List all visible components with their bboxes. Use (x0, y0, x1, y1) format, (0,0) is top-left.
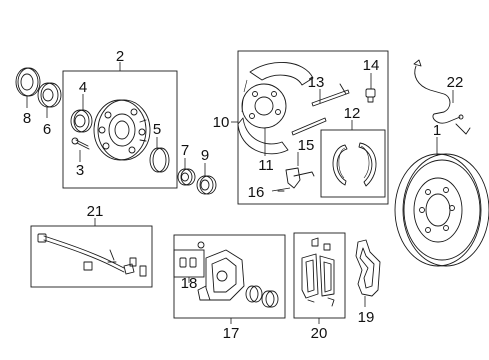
part-15-16-hardware (271, 152, 315, 192)
callout-18: 18 (181, 275, 198, 292)
backing-plate (237, 61, 314, 156)
brake-shoes-box (320, 120, 386, 198)
callout-3: 3 (76, 162, 84, 179)
part-22-sensor-wire (413, 59, 471, 135)
part-7-bearing (177, 158, 196, 186)
callout-17: 17 (223, 325, 240, 342)
callout-9: 9 (201, 147, 209, 164)
part-3-stud (71, 137, 90, 162)
part-21-brake-hose-box (30, 218, 153, 288)
caliper-body (197, 249, 245, 301)
callout-6: 6 (43, 121, 51, 138)
callout-labels: 1 2 3 4 5 6 7 8 9 10 11 12 13 14 15 16 1… (23, 48, 464, 342)
part-8-seal (15, 67, 41, 108)
part-13-adjuster (291, 83, 350, 136)
callout-19: 19 (358, 309, 375, 326)
part-9-seal (196, 163, 217, 195)
callout-4: 4 (79, 79, 87, 96)
callout-2: 2 (116, 48, 124, 65)
part-4-seal (70, 94, 93, 133)
backing-plate-group (231, 50, 389, 205)
callout-12: 12 (344, 105, 361, 122)
caliper-pistons (245, 285, 279, 308)
callout-8: 8 (23, 110, 31, 127)
part-6-bearing (37, 82, 62, 118)
part-17-caliper-box (173, 234, 286, 324)
callout-11: 11 (258, 157, 274, 174)
part-18-bleeder-kit (173, 241, 205, 283)
part-1-rotor (394, 137, 489, 267)
part-20-pads-box (293, 232, 346, 324)
callout-22: 22 (447, 74, 464, 91)
callout-5: 5 (153, 121, 161, 138)
callout-20: 20 (311, 325, 328, 342)
part-19-caliper-bracket (355, 239, 381, 307)
hub-body (93, 99, 151, 161)
callout-7: 7 (181, 142, 189, 159)
part-14-plug (365, 73, 376, 103)
callout-16: 16 (248, 184, 265, 201)
callout-13: 13 (308, 74, 325, 91)
part-5-ring (149, 137, 170, 173)
hub-assembly-group (62, 62, 178, 189)
callout-14: 14 (363, 57, 380, 74)
callout-15: 15 (298, 137, 315, 154)
callout-21: 21 (87, 203, 104, 220)
callout-10: 10 (213, 114, 230, 131)
callout-1: 1 (433, 122, 441, 139)
